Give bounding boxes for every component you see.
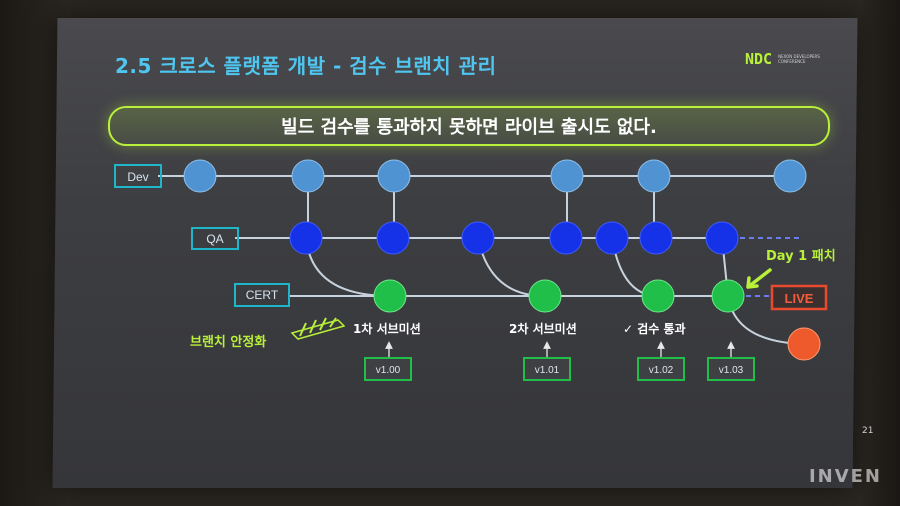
qa-nodes: [289, 221, 739, 255]
branch-label-cert-text: CERT: [246, 288, 279, 302]
branch-lines: [158, 175, 805, 345]
cert-node: [528, 279, 562, 313]
version-label: v1.03: [719, 365, 744, 376]
branch-label-cert: CERT: [234, 283, 290, 307]
dev-node: [637, 159, 671, 193]
cert-nodes: [373, 279, 745, 313]
dev-node: [377, 159, 411, 193]
live-label: LIVE: [770, 284, 828, 311]
dev-node: [773, 159, 807, 193]
version-box: [637, 357, 685, 381]
dev-node: [183, 159, 217, 193]
version-box: [364, 357, 412, 381]
version-box: [523, 357, 571, 381]
stabilize-hatch-icon: [290, 317, 346, 340]
submission2-label: 2차 서브미션: [509, 321, 577, 336]
qa-node: [595, 221, 629, 255]
branch-label-dev: Dev: [114, 164, 162, 188]
passed-label: ✓ 검수 통과: [623, 321, 686, 336]
qa-node: [461, 221, 495, 255]
live-label-text: LIVE: [785, 291, 814, 306]
ndc-logo: NDC NEXON DEVELOPERS CONFERENCE: [745, 50, 828, 68]
qa-node: [376, 221, 410, 255]
slide-title: 2.5 크로스 플랫폼 개발 - 검수 브랜치 관리: [115, 54, 497, 78]
dev-node: [291, 159, 325, 193]
dev-nodes: [183, 159, 807, 193]
headline-banner: 빌드 검수를 통과하지 못하면 라이브 출시도 없다.: [108, 106, 830, 146]
version-tags: [364, 341, 755, 381]
logo-mark: NDC: [745, 50, 773, 68]
version-box: [707, 357, 755, 381]
slide-number: 21: [862, 426, 874, 436]
qa-node: [549, 221, 583, 255]
room-wall-right: [860, 0, 900, 506]
submission1-label: 1차 서브미션: [353, 321, 421, 336]
inven-watermark: INVEN: [808, 466, 882, 487]
day1-patch-arrow-icon: [746, 268, 772, 289]
version-label: v1.02: [649, 365, 674, 376]
live-node: [787, 327, 821, 361]
qa-node: [639, 221, 673, 255]
qa-node: [289, 221, 323, 255]
cert-node: [641, 279, 675, 313]
version-label: v1.00: [376, 365, 401, 376]
stabilize-label: 브랜치 안정화: [190, 334, 266, 350]
logo-text: NEXON DEVELOPERS CONFERENCE: [778, 54, 820, 64]
day1-patch-label: Day 1 패치: [766, 248, 836, 264]
cert-node: [373, 279, 407, 313]
branch-label-dev-text: Dev: [127, 170, 148, 184]
branch-label-qa: QA: [191, 227, 239, 250]
dev-node: [550, 159, 584, 193]
cert-node: [711, 279, 745, 313]
branch-label-qa-text: QA: [206, 232, 223, 246]
version-label: v1.01: [535, 365, 560, 376]
qa-node: [705, 221, 739, 255]
